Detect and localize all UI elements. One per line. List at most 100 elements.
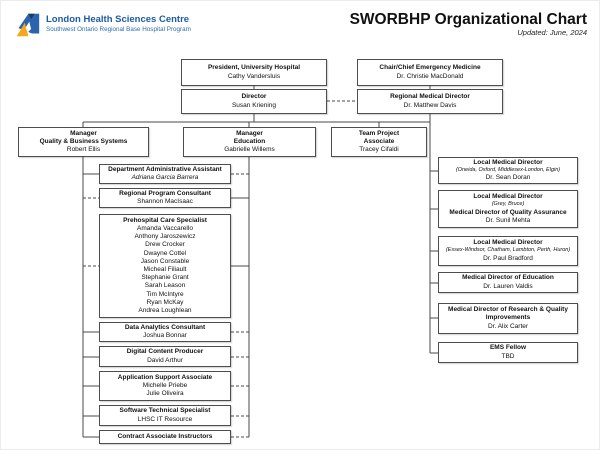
org-box-regional-program-consultant: Regional Program Consultant Shannon MacI… (99, 188, 231, 208)
org-box-digital-content-producer: Digital Content Producer David Arthur (99, 346, 231, 367)
box-title: Chair/Chief Emergency Medicine (379, 64, 481, 72)
name-list: Dr. Sean Doran (486, 174, 531, 182)
box-title: Contract Associate Instructors (117, 432, 213, 440)
box-title: Department Administrative Assistant (108, 165, 222, 173)
box-title: Data Analytics Consultant (124, 323, 206, 331)
org-box-president: President, University Hospital Cathy Van… (181, 59, 327, 86)
org-box-team-project-associate: Team Project Associate Tracey Cifaldi (331, 127, 427, 157)
region-list: (Oneida, Oxford, Middlesex-London, Elgin… (455, 166, 561, 173)
box-title: Manager (236, 129, 263, 137)
org-box-ems-fellow: EMS Fellow TBD (438, 342, 578, 363)
org-box-contract-associate-instructors: Contract Associate Instructors (99, 430, 231, 444)
name-list: Dr. Sunil Mehta (486, 217, 530, 225)
page-title: SWORBHP Organizational Chart (349, 11, 587, 28)
box-title: Education (233, 137, 266, 145)
name-list: Shannon MacIsaac (137, 198, 193, 206)
lhsc-logo: London Health Sciences Centre Southwest … (14, 11, 191, 38)
org-box-software-technical-specialist: Software Technical Specialist LHSC IT Re… (99, 405, 231, 426)
org-box-medical-director-education: Medical Director of Education Dr. Lauren… (438, 272, 578, 293)
region-list: (Grey, Bruce) (491, 201, 525, 208)
org-box-data-analytics-consultant: Data Analytics Consultant Joshua Bonnar (99, 322, 231, 342)
box-title-2: Medical Director of Quality Assurance (449, 208, 567, 216)
person-name: LHSC IT Resource (137, 415, 193, 423)
person-name: Dr. Sean Doran (485, 174, 531, 182)
person-name: Shannon MacIsaac (137, 198, 193, 205)
person-name: Dr. Alix Carter (487, 322, 529, 330)
name-list: David Arthur (147, 357, 183, 365)
person-name: Robert Ellis (66, 146, 101, 154)
region-list: (Essex-Windsor, Chatham, Lambton, Perth,… (445, 247, 571, 254)
updated-date: Updated: June, 2024 (517, 28, 587, 37)
box-title: Digital Content Producer (126, 348, 204, 356)
box-title: Regional Program Consultant (119, 189, 211, 197)
box-title: Local Medical Director (473, 158, 543, 166)
person-name: Anthony Jaroszewicz (134, 233, 196, 241)
person-name: Joshua Bonnar (143, 332, 187, 339)
org-box-prehospital-care-specialist: Prehospital Care Specialist Amanda Vacca… (99, 214, 231, 318)
name-list: LHSC IT Resource (138, 416, 192, 424)
person-name: Amanda Vaccarello (137, 224, 193, 232)
org-box-dept-admin-assistant: Department Administrative Assistant Adri… (99, 164, 231, 184)
box-title: Manager (70, 129, 97, 137)
org-box-local-medical-director-3: Local Medical Director (Essex-Windsor, C… (438, 236, 578, 266)
person-name: Dr. Sunil Mehta (485, 216, 531, 224)
box-title: Medical Director of Education (462, 274, 554, 282)
org-box-medical-director-research: Medical Director of Research & Quality I… (438, 303, 578, 334)
person-name: Michelle Priebe (142, 381, 188, 389)
name-list: Dr. Lauren Valdis (483, 283, 532, 291)
person-name: Jason Constable (140, 257, 190, 265)
org-box-manager-quality: Manager Quality & Business Systems Rober… (18, 127, 149, 157)
box-title: Associate (363, 137, 395, 145)
box-title: Prehospital Care Specialist (123, 216, 207, 224)
person-name: TBD (501, 352, 515, 360)
person-name: Stephanie Grant (141, 274, 189, 282)
person-name: Sarah Leason (144, 282, 186, 290)
box-title: Regional Medical Director (390, 93, 470, 101)
title-block: SWORBHP Organizational Chart Updated: Ju… (350, 11, 587, 38)
person-name: Andrea Loughlean (138, 307, 192, 315)
name-list: Dr. Paul Bradford (483, 255, 533, 263)
org-name: London Health Sciences Centre (46, 14, 190, 25)
box-title: Director (241, 93, 267, 101)
name-list: Joshua Bonnar (143, 332, 187, 340)
name-list: Dr. Alix Carter (488, 323, 528, 331)
person-name: Adriana Garcia Barrera (131, 174, 199, 181)
org-box-application-support-associate: Application Support Associate Michelle P… (99, 371, 231, 401)
person-name: Tim McIntyre (146, 290, 184, 298)
org-box-director: Director Susan Kriening (181, 89, 327, 114)
box-title: Local Medical Director (473, 239, 543, 247)
person-name: Julie Oliveira (146, 390, 184, 398)
lhsc-logo-icon (16, 13, 40, 37)
person-name: Micheal Filiault (143, 266, 187, 273)
org-box-regional-medical-director: Regional Medical Director Dr. Matthew Da… (357, 89, 503, 114)
box-title: Team Project (358, 129, 400, 137)
box-title: Software Technical Specialist (119, 407, 211, 415)
person-name: Ryan McKay (146, 298, 184, 306)
org-box-local-medical-director-1: Local Medical Director (Oneida, Oxford, … (438, 157, 578, 184)
person-name: Drew Crocker (145, 241, 185, 249)
box-title: Application Support Associate (117, 373, 213, 381)
person-name: Tracey Cifaldi (359, 146, 399, 154)
box-title: President, University Hospital (207, 64, 301, 72)
person-name: Dwayne Cottel (143, 249, 187, 257)
person-name: Susan Kriening (231, 101, 277, 109)
name-list: TBD (502, 353, 515, 361)
org-box-chair-chief: Chair/Chief Emergency Medicine Dr. Chris… (357, 59, 503, 86)
person-name: David Arthur (147, 356, 183, 364)
logo-text: London Health Sciences Centre Southwest … (46, 11, 191, 34)
box-title: EMS Fellow (489, 344, 527, 352)
person-name: Dr. Paul Bradford (483, 254, 533, 262)
person-name: Gabrielle Willems (224, 146, 275, 154)
person-name: Dr. Lauren Valdis (483, 282, 533, 290)
person-name: Dr. Matthew Davis (403, 101, 457, 109)
person-name: Cathy Vandersluis (227, 72, 281, 80)
org-box-manager-education: Manager Education Gabrielle Willems (183, 127, 316, 157)
person-name: Dr. Christie MacDonald (396, 72, 464, 80)
box-title: Medical Director of Research & Quality I… (448, 306, 568, 322)
program-name: Southwest Ontario Regional Base Hospital… (46, 26, 191, 33)
box-title: Local Medical Director (473, 193, 543, 201)
org-box-local-medical-director-2: Local Medical Director (Grey, Bruce) Med… (438, 190, 578, 228)
